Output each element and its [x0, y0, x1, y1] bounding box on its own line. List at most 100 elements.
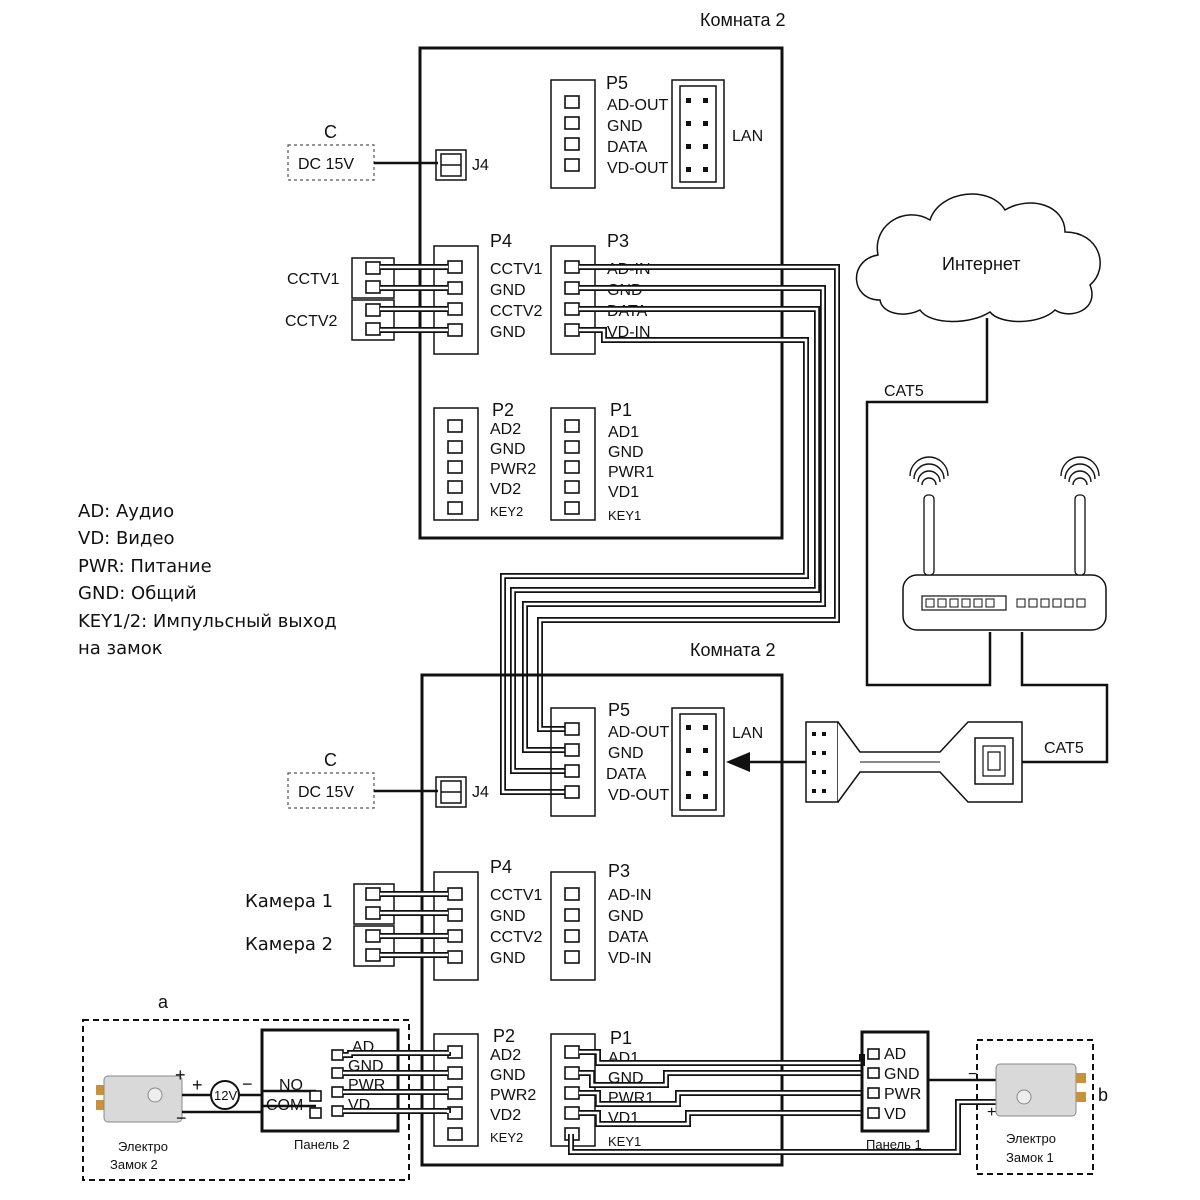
- connector-p4-top: P4 CCTV1 GND CCTV2 GND: [433, 231, 543, 355]
- internet-cloud: Интернет: [855, 193, 1101, 323]
- panel-1: AD GND PWR VD Панель 1: [860, 1030, 930, 1152]
- router: [902, 456, 1107, 631]
- svg-text:VD: VD: [884, 1106, 906, 1123]
- svg-text:CCTV1: CCTV1: [490, 261, 543, 278]
- svg-text:DC 15V: DC 15V: [298, 156, 354, 173]
- svg-text:Интернет: Интернет: [942, 254, 1021, 274]
- lan-port-top: LAN: [671, 79, 763, 189]
- svg-text:+: +: [987, 1104, 996, 1121]
- room-bottom-title: Комната 2: [690, 640, 776, 660]
- svg-text:AD: AD: [884, 1046, 906, 1063]
- svg-text:Камера 2: Камера 2: [245, 934, 333, 955]
- svg-text:KEY2: KEY2: [490, 504, 523, 519]
- svg-text:Панель 2: Панель 2: [294, 1137, 350, 1152]
- psu-12v: 12V: [210, 1080, 240, 1110]
- svg-text:GND: GND: [490, 282, 526, 299]
- svg-text:VD-IN: VD-IN: [607, 324, 651, 341]
- svg-text:DATA: DATA: [608, 929, 649, 946]
- svg-text:CCTV1: CCTV1: [287, 271, 340, 288]
- svg-text:KEY1: KEY1: [608, 508, 641, 523]
- svg-text:CCTV1: CCTV1: [490, 887, 543, 904]
- svg-text:DATA: DATA: [606, 766, 647, 783]
- svg-text:P2: P2: [492, 400, 514, 420]
- svg-text:PWR: PWR: [884, 1086, 921, 1103]
- svg-text:VD: Видео: VD: Видео: [78, 528, 175, 549]
- svg-text:J4: J4: [472, 784, 489, 801]
- svg-text:GND: GND: [490, 950, 526, 967]
- svg-text:GND: GND: [490, 441, 526, 458]
- svg-text:VD-IN: VD-IN: [608, 950, 652, 967]
- svg-text:AD2: AD2: [490, 1047, 521, 1064]
- monitor-top: [418, 46, 784, 540]
- connector-p1-bottom: P1 AD1 GND PWR1 VD1 KEY1: [550, 1028, 654, 1149]
- cat5-label-lower: CAT5: [1044, 740, 1084, 757]
- lan-port-bottom: LAN: [671, 707, 763, 817]
- svg-text:PWR: Питание: PWR: Питание: [78, 556, 212, 577]
- svg-text:NO: NO: [279, 1077, 303, 1094]
- electro-lock-1: Электро Замок 1: [995, 1063, 1086, 1165]
- svg-text:VD-OUT: VD-OUT: [607, 160, 669, 177]
- cat5-cable-upper: [865, 318, 992, 687]
- svg-text:P2: P2: [493, 1026, 515, 1046]
- svg-text:VD-OUT: VD-OUT: [608, 787, 670, 804]
- connector-p2-top: P2 AD2 GND PWR2 VD2 KEY2: [433, 400, 536, 521]
- svg-text:P1: P1: [610, 1028, 632, 1048]
- group-b-box: [976, 1039, 1094, 1175]
- svg-text:PWR2: PWR2: [490, 1087, 536, 1104]
- camera-inputs-bottom: Камера 1 Камера 2: [245, 883, 395, 967]
- cat5-label-upper: CAT5: [884, 383, 924, 400]
- connector-p4-bottom: P4 CCTV1 GND CCTV2 GND: [433, 857, 543, 981]
- svg-text:−: −: [968, 1066, 977, 1083]
- svg-text:Электро: Электро: [118, 1139, 168, 1154]
- svg-text:CCTV2: CCTV2: [490, 303, 543, 320]
- connector-p1-top: P1 AD1 GND PWR1 VD1 KEY1: [550, 400, 654, 523]
- svg-text:P1: P1: [610, 400, 632, 420]
- svg-text:GND: GND: [607, 118, 643, 135]
- jack-j4-top: J4: [435, 149, 489, 181]
- svg-text:Замок 1: Замок 1: [1006, 1150, 1054, 1165]
- connector-p3-bottom: P3 AD-IN GND DATA VD-IN: [550, 861, 652, 981]
- lan-adapter-cable: [726, 721, 1023, 803]
- svg-text:P4: P4: [490, 857, 512, 877]
- svg-text:COM: COM: [266, 1097, 303, 1114]
- svg-text:P3: P3: [607, 231, 629, 251]
- bus-p3-to-p5: [500, 264, 840, 795]
- svg-text:PWR2: PWR2: [490, 461, 536, 478]
- room-top-title: Комната 2: [700, 10, 786, 30]
- cctv-inputs-top: CCTV1 CCTV2: [285, 257, 395, 341]
- svg-text:LAN: LAN: [732, 128, 763, 145]
- svg-text:+: +: [175, 1065, 186, 1085]
- svg-text:GND: GND: [490, 324, 526, 341]
- svg-text:DATA: DATA: [607, 139, 648, 156]
- svg-text:AD2: AD2: [490, 421, 521, 438]
- svg-text:J4: J4: [472, 157, 489, 174]
- group-b-label: b: [1098, 1085, 1108, 1105]
- svg-text:P5: P5: [606, 73, 628, 93]
- svg-text:AD1: AD1: [608, 424, 639, 441]
- svg-text:KEY2: KEY2: [490, 1130, 523, 1145]
- svg-text:−: −: [176, 1108, 187, 1128]
- svg-text:CCTV2: CCTV2: [285, 313, 338, 330]
- svg-text:PWR1: PWR1: [608, 464, 654, 481]
- svg-text:AD-OUT: AD-OUT: [607, 97, 669, 114]
- svg-text:AD: Аудио: AD: Аудио: [78, 501, 174, 522]
- connector-p5-top: P5 AD-OUT GND DATA VD-OUT: [550, 73, 669, 189]
- connector-p5-bottom: P5 AD-OUT GND DATA VD-OUT: [550, 700, 670, 817]
- svg-text:GND: GND: [608, 745, 644, 762]
- svg-text:LAN: LAN: [732, 725, 763, 742]
- cat5-cable-lower: [1020, 632, 1109, 764]
- svg-text:−: −: [242, 1074, 253, 1094]
- svg-text:+: +: [192, 1075, 203, 1095]
- monitor-bottom: [420, 673, 784, 1167]
- connector-p3-top: P3 AD-IN GND DATA VD-IN: [550, 231, 651, 355]
- svg-text:P4: P4: [490, 231, 512, 251]
- svg-text:Замок 2: Замок 2: [110, 1157, 158, 1172]
- electro-lock-2: Электро Замок 2: [96, 1075, 183, 1172]
- svg-text:KEY1: KEY1: [608, 1134, 641, 1149]
- svg-text:GND: GND: [490, 1067, 526, 1084]
- svg-text:DC 15V: DC 15V: [298, 784, 354, 801]
- legend: AD: Аудио VD: Видео PWR: Питание GND: Об…: [78, 501, 337, 659]
- svg-text:P5: P5: [608, 700, 630, 720]
- group-a-label: a: [158, 992, 169, 1012]
